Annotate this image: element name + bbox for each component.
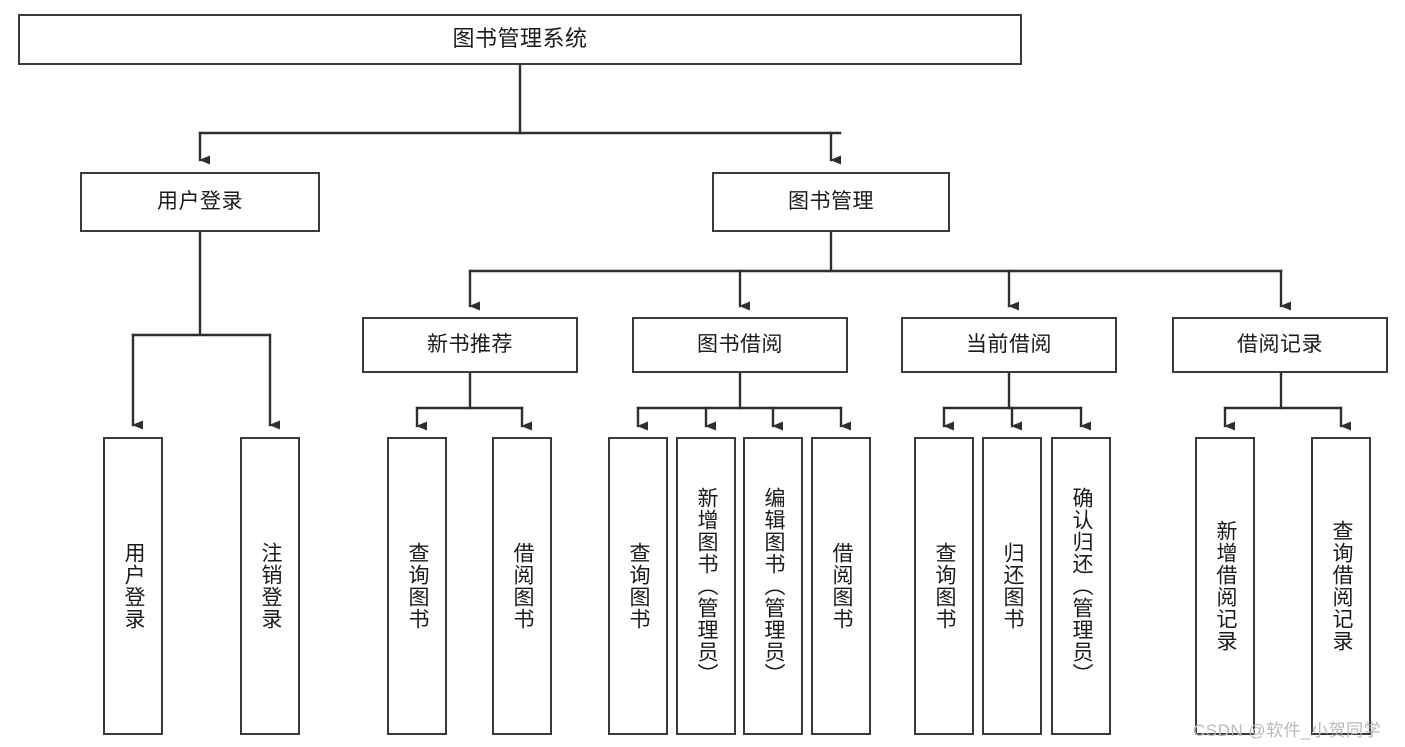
- csdn-watermark: CSDN @软件_小贺同学: [1193, 721, 1382, 740]
- node-borrow-record[interactable]: 借阅记录: [1172, 317, 1388, 373]
- node-leaf-query-book-2-label: 查询图书: [627, 542, 651, 630]
- node-leaf-borrow-book-1[interactable]: 借阅图书: [492, 437, 552, 735]
- node-leaf-query-book-3-label: 查询图书: [933, 542, 957, 630]
- node-leaf-query-book-3[interactable]: 查询图书: [914, 437, 974, 735]
- node-borrow-record-label: 借阅记录: [1237, 332, 1323, 356]
- node-leaf-add-record-label: 新增借阅记录: [1214, 520, 1238, 652]
- node-book-management[interactable]: 图书管理: [712, 172, 950, 232]
- node-new-book-recommend-label: 新书推荐: [427, 332, 513, 356]
- node-root[interactable]: 图书管理系统: [18, 14, 1022, 65]
- node-leaf-query-book-1-label: 查询图书: [406, 542, 430, 630]
- node-leaf-return-book[interactable]: 归还图书: [982, 437, 1042, 735]
- node-user-login-label: 用户登录: [157, 189, 243, 213]
- node-leaf-add-record[interactable]: 新增借阅记录: [1195, 437, 1255, 735]
- node-leaf-user-logout-label: 注销登录: [259, 542, 283, 630]
- node-leaf-borrow-book-2-label: 借阅图书: [830, 542, 854, 630]
- node-leaf-return-book-label: 归还图书: [1001, 542, 1025, 630]
- node-leaf-query-record-label: 查询借阅记录: [1330, 520, 1354, 652]
- node-book-borrow-label: 图书借阅: [697, 332, 783, 356]
- node-user-login[interactable]: 用户登录: [80, 172, 320, 232]
- node-leaf-edit-book[interactable]: 编辑图书（管理员）: [743, 437, 803, 735]
- node-leaf-user-logout[interactable]: 注销登录: [240, 437, 300, 735]
- node-leaf-query-book-2[interactable]: 查询图书: [608, 437, 668, 735]
- node-leaf-add-book-label: 新增图书（管理员）: [695, 487, 719, 685]
- node-root-label: 图书管理系统: [452, 26, 588, 52]
- node-book-management-label: 图书管理: [788, 189, 874, 213]
- node-current-borrow-label: 当前借阅: [966, 332, 1052, 356]
- node-leaf-user-login-label: 用户登录: [122, 542, 146, 630]
- node-current-borrow[interactable]: 当前借阅: [901, 317, 1117, 373]
- node-leaf-borrow-book-2[interactable]: 借阅图书: [811, 437, 871, 735]
- node-leaf-confirm-return[interactable]: 确认归还（管理员）: [1051, 437, 1111, 735]
- node-leaf-user-login[interactable]: 用户登录: [103, 437, 163, 735]
- node-leaf-borrow-book-1-label: 借阅图书: [511, 542, 535, 630]
- node-new-book-recommend[interactable]: 新书推荐: [362, 317, 578, 373]
- node-leaf-edit-book-label: 编辑图书（管理员）: [762, 487, 786, 685]
- node-leaf-confirm-return-label: 确认归还（管理员）: [1070, 487, 1094, 685]
- node-leaf-query-record[interactable]: 查询借阅记录: [1311, 437, 1371, 735]
- node-leaf-query-book-1[interactable]: 查询图书: [387, 437, 447, 735]
- node-leaf-add-book[interactable]: 新增图书（管理员）: [676, 437, 736, 735]
- node-book-borrow[interactable]: 图书借阅: [632, 317, 848, 373]
